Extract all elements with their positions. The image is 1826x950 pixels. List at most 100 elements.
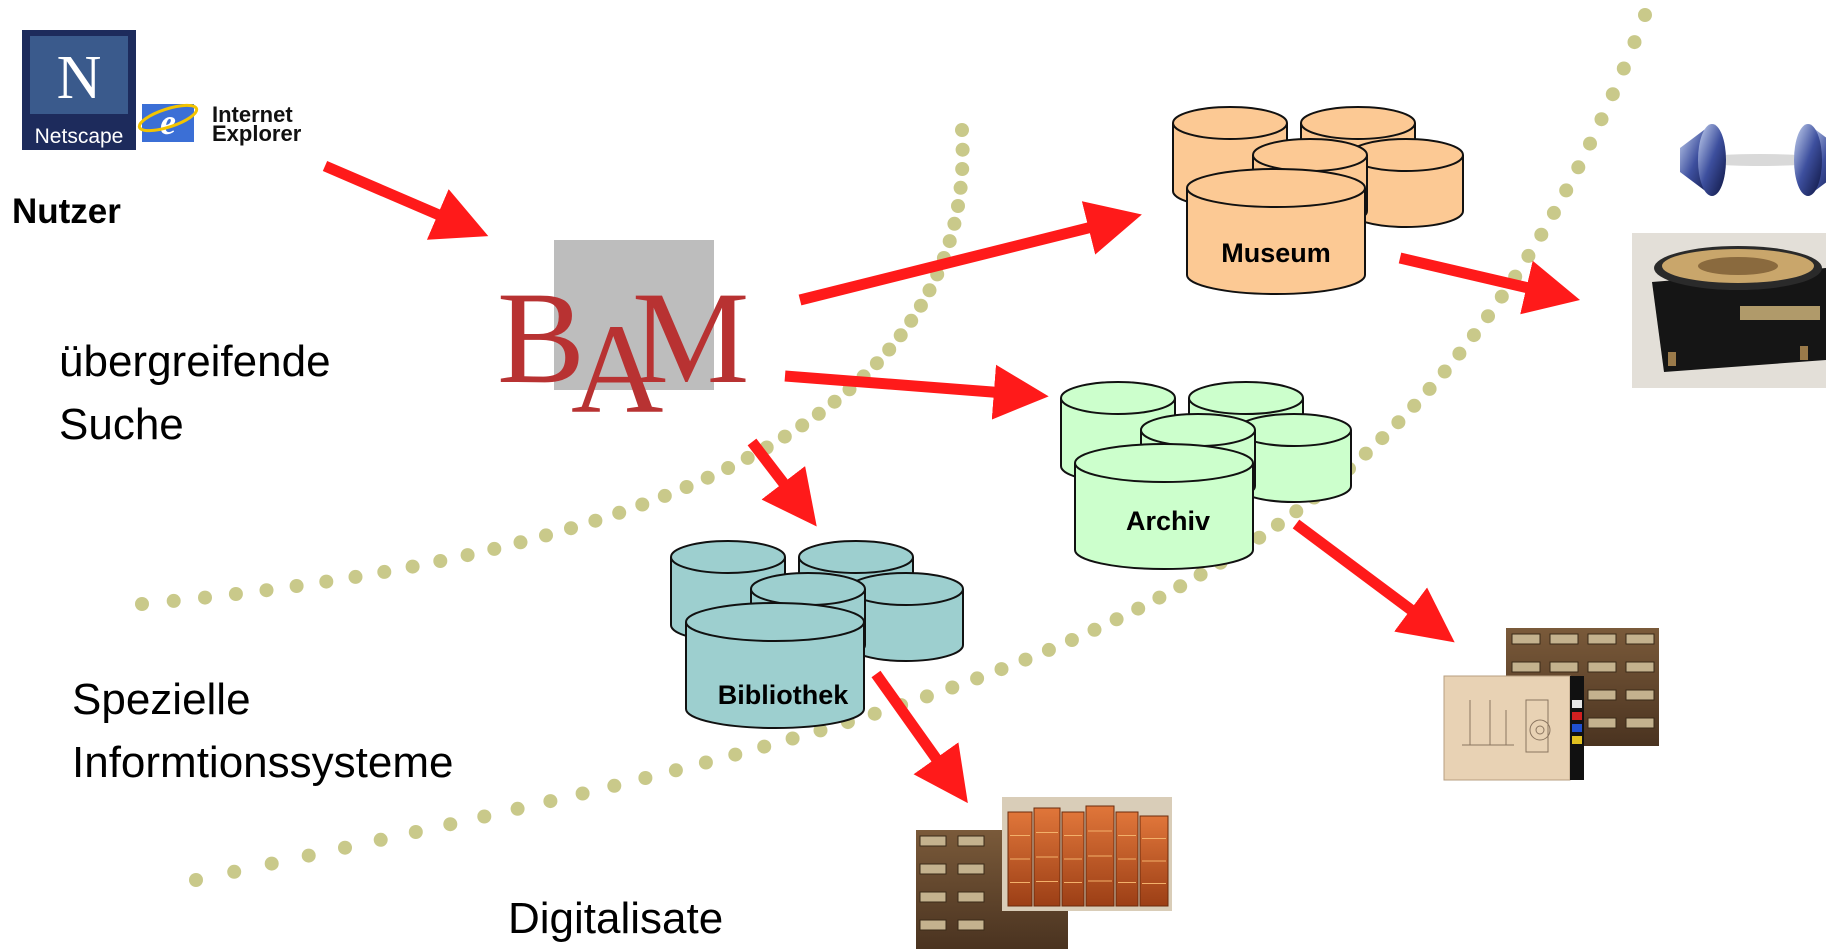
boundary-dot — [319, 574, 334, 589]
bibliothek-cylinder-right — [848, 572, 964, 662]
drawer-label — [1625, 717, 1655, 729]
boundary-dot — [166, 593, 181, 608]
bibliothek-cylinder-front — [685, 602, 865, 729]
boundary-dot — [1422, 381, 1437, 396]
drawer-label — [1587, 689, 1617, 701]
boundary-dot — [740, 450, 755, 465]
drawer-label — [1625, 661, 1655, 673]
ie-label-line2: Explorer — [212, 121, 302, 146]
boundary-dot — [539, 528, 553, 543]
boundary-dot — [1594, 112, 1609, 127]
boundary-dot — [777, 429, 792, 444]
drawer-label — [919, 919, 947, 931]
bibliothek-database-stack — [670, 540, 964, 729]
drawer-label — [919, 835, 947, 847]
boundary-dot — [575, 786, 590, 801]
boundary-dot — [994, 662, 1009, 677]
digitalisate-label: Digitalisate — [508, 894, 724, 943]
boundary-dot — [612, 505, 627, 520]
drawer-label — [1587, 717, 1617, 729]
boundary-dot — [1193, 567, 1208, 582]
boundary-dot — [259, 583, 274, 598]
boundary-dot — [827, 394, 842, 409]
boundary-dot — [1270, 517, 1285, 532]
boundary-dot — [1452, 346, 1467, 361]
boundary-dot — [1437, 364, 1452, 379]
boundary-dot — [700, 470, 715, 485]
boundary-dot — [869, 356, 884, 371]
drawer-label — [1549, 661, 1579, 673]
drawer-label — [1549, 633, 1579, 645]
boundary-dot — [1087, 622, 1102, 637]
boundary-dot — [638, 771, 653, 785]
special-systems-label-line1: Spezielle — [72, 675, 251, 724]
boundary-dot — [1152, 590, 1167, 605]
arrow-bibliothek-to-books — [871, 670, 968, 804]
boundary-dot — [189, 873, 203, 887]
boundary-dot — [1616, 61, 1631, 76]
netscape-logo: N Netscape — [22, 30, 136, 150]
boundary-dot — [510, 801, 525, 816]
boundary-dot — [1583, 136, 1597, 151]
drawer-label — [1625, 689, 1655, 701]
archiv-label: Archiv — [1126, 506, 1210, 536]
boundary-dot — [1546, 205, 1561, 220]
boundary-dot — [668, 763, 683, 778]
drawer-label — [1511, 633, 1541, 645]
archiv-cylinder-front — [1074, 443, 1254, 570]
boundary-dot — [970, 671, 985, 686]
boundary-dot — [408, 825, 423, 839]
boundary-dot — [947, 216, 962, 231]
arrow-bam-to-museum — [798, 201, 1142, 306]
boundary-dot — [867, 706, 882, 721]
bam-logo: B A M — [497, 240, 749, 440]
boundary-dot — [757, 739, 772, 754]
museum-label: Museum — [1221, 238, 1331, 268]
boundary-dot — [1521, 248, 1536, 263]
boundary-dot — [1481, 309, 1495, 324]
boundary-dot — [795, 418, 810, 433]
boundary-dot — [1407, 398, 1422, 413]
boundary-dot — [945, 680, 960, 695]
arrow-archiv-to-documents — [1292, 519, 1455, 643]
boundary-dot — [443, 817, 458, 832]
boundary-dot — [543, 794, 558, 809]
drawer-label — [1587, 633, 1617, 645]
netscape-letter: N — [57, 44, 102, 112]
boundary-dot — [904, 313, 919, 328]
boundary-dot — [1173, 579, 1188, 594]
boundary-dot — [1018, 652, 1033, 667]
drawer-label — [1587, 661, 1617, 673]
arrow-user-to-bam — [322, 160, 489, 240]
boundary-dot — [460, 548, 475, 563]
boundary-dot — [1627, 35, 1642, 50]
boundary-dot — [1064, 633, 1079, 647]
boundary-dot — [913, 298, 928, 313]
boundary-dot — [955, 162, 970, 176]
archiv-cylinder-right — [1236, 413, 1352, 503]
boundary-dot — [721, 461, 736, 475]
museum-cylinder-front — [1186, 168, 1366, 295]
boundary-dot — [1131, 601, 1146, 616]
boundary-dot — [513, 535, 528, 550]
boundary-dot — [955, 123, 969, 137]
boundary-dot — [564, 521, 578, 536]
boundary-dot — [1289, 504, 1304, 519]
bibliothek-label: Bibliothek — [718, 680, 849, 710]
user-label: Nutzer — [12, 192, 121, 231]
boundary-dot — [135, 597, 149, 611]
arrow-museum-to-objects — [1398, 252, 1580, 315]
boundary-dot — [882, 342, 897, 357]
drawer-label — [957, 863, 985, 875]
internet-explorer-logo: e Internet Explorer — [137, 102, 302, 146]
boundary-dot — [1494, 289, 1509, 304]
netscape-label: Netscape — [35, 125, 124, 148]
library-books-photo — [916, 797, 1172, 949]
boundary-dot — [811, 406, 826, 421]
boundary-dot — [1638, 8, 1652, 22]
search-label-line1: übergreifende — [59, 337, 331, 386]
boundary-dot — [264, 856, 279, 871]
bam-letter-m: M — [632, 264, 749, 411]
boundary-dot — [953, 180, 968, 195]
